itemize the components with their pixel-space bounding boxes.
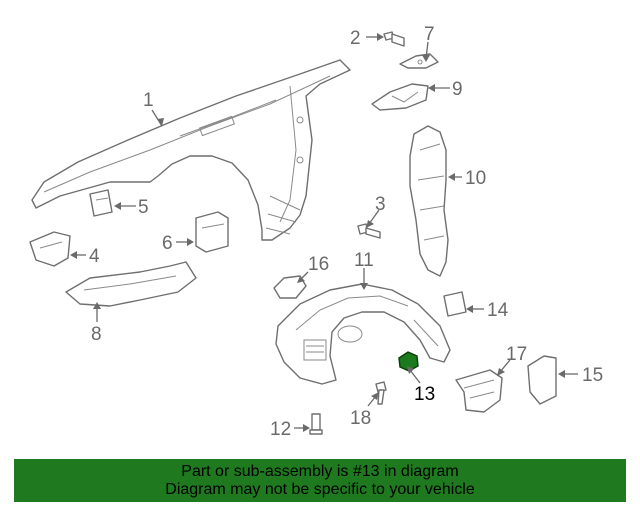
banner-line-disclaimer: Diagram may not be specific to your vehi…: [165, 481, 475, 498]
bracket-part-5: [89, 189, 113, 217]
bracket-part-15: [527, 355, 557, 405]
bolt-part-12: [309, 413, 323, 435]
callout-7: 7: [424, 24, 435, 45]
callout-14: 14: [487, 300, 509, 321]
callout-8: 8: [91, 324, 102, 345]
callout-5: 5: [138, 197, 149, 218]
callout-12: 12: [270, 419, 291, 440]
callout-4: 4: [89, 246, 100, 267]
screw-part-3: [357, 223, 381, 239]
callout-10: 10: [465, 168, 486, 189]
bracket-part-4: [29, 231, 71, 267]
bolt-part-2: [383, 31, 405, 47]
banner-line-part-number: Part or sub-assembly is #13 in diagram: [181, 463, 459, 480]
callout-11: 11: [354, 250, 374, 271]
bracket-part-7: [399, 53, 439, 69]
fender-part: [31, 59, 351, 241]
shield-part-8: [65, 261, 197, 307]
callout-16: 16: [308, 254, 329, 275]
callout-18: 18: [350, 408, 371, 429]
nut-part-13-highlighted: [398, 351, 419, 372]
exploded-parts-diagram: 1 2 7 9 10 3 5 4 6 8 16 11 14 13 17 15 1…: [29, 24, 603, 440]
bracket-part-9: [371, 83, 429, 111]
callout-17: 17: [506, 344, 527, 365]
callout-13: 13: [414, 384, 435, 405]
callout-leaders: [70, 33, 578, 432]
screw-part-18: [375, 381, 387, 405]
callout-6: 6: [162, 233, 173, 254]
callout-1: 1: [143, 90, 154, 111]
callout-15: 15: [582, 365, 603, 386]
info-banner: Part or sub-assembly is #13 in diagram D…: [14, 459, 626, 502]
callout-2: 2: [350, 28, 361, 49]
clip-part-14: [443, 291, 467, 317]
bracket-part-17: [455, 369, 503, 413]
bracket-part-6: [195, 211, 229, 253]
callout-9: 9: [452, 79, 463, 100]
liner-part-11: [275, 283, 451, 385]
insulator-part-10: [409, 125, 449, 277]
callout-3: 3: [375, 194, 386, 215]
